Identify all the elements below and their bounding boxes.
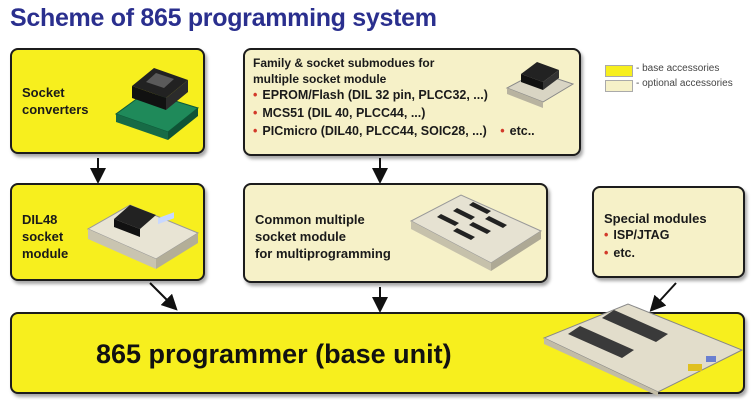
common-module-line3: for multiprogramming (255, 246, 391, 261)
dil48-line1: DIL48 (22, 212, 58, 227)
arrow-special-to-base (649, 282, 677, 312)
special-modules-box: Special modules •ISP/JTAG •etc. (592, 186, 745, 278)
common-module-box: Common multiple socket module for multip… (243, 183, 548, 283)
family-item-picmicro-label: PICmicro (DIL40, PLCC44, SOIC28, ...) (262, 124, 487, 138)
dil48-module-box: DIL48 socket module (10, 183, 205, 281)
dil48-line2: socket (22, 229, 64, 244)
base-unit-image (542, 303, 744, 396)
legend-base-swatch (605, 65, 633, 77)
socket-converters-box: Socket converters (10, 48, 205, 154)
family-item-eprom-label: EPROM/Flash (DIL 32 pin, PLCC32, ...) (262, 88, 488, 102)
dil48-line3: module (22, 246, 69, 261)
socket-converter-image (114, 68, 200, 140)
family-item-etc-label: etc.. (509, 124, 535, 138)
common-module-line1: Common multiple (255, 212, 365, 227)
special-item-isp-label: ISP/JTAG (613, 228, 670, 242)
special-item-etc: •etc. (604, 246, 635, 260)
special-item-etc-label: etc. (613, 246, 635, 260)
base-unit-label: 865 programmer (base unit) (96, 339, 452, 369)
legend-optional-swatch (605, 80, 633, 92)
common-module-line2: socket module (255, 229, 347, 244)
family-item-eprom: •EPROM/Flash (DIL 32 pin, PLCC32, ...) (253, 88, 488, 102)
legend-optional-label: - optional accessories (636, 78, 733, 89)
dil48-module-image (86, 204, 200, 269)
special-item-isp: •ISP/JTAG (604, 228, 670, 242)
arrow-dil48-to-base (149, 282, 178, 311)
family-item-mcs51-label: MCS51 (DIL 40, PLCC44, ...) (262, 106, 426, 120)
special-modules-title: Special modules (604, 211, 707, 226)
common-module-image (409, 194, 543, 271)
family-box-line1: Family & socket submodues for (253, 56, 435, 70)
submodule-image (505, 62, 575, 108)
socket-converters-line1: Socket (22, 85, 65, 100)
family-item-picmicro: •PICmicro (DIL40, PLCC44, SOIC28, ...) •… (253, 124, 535, 138)
legend-base-label: - base accessories (636, 63, 720, 74)
diagram-title: Scheme of 865 programming system (10, 4, 437, 32)
family-box-line2: multiple socket module (253, 72, 387, 86)
family-submodules-box: Family & socket submodues for multiple s… (243, 48, 581, 156)
socket-converters-line2: converters (22, 102, 89, 117)
family-item-mcs51: •MCS51 (DIL 40, PLCC44, ...) (253, 106, 426, 120)
